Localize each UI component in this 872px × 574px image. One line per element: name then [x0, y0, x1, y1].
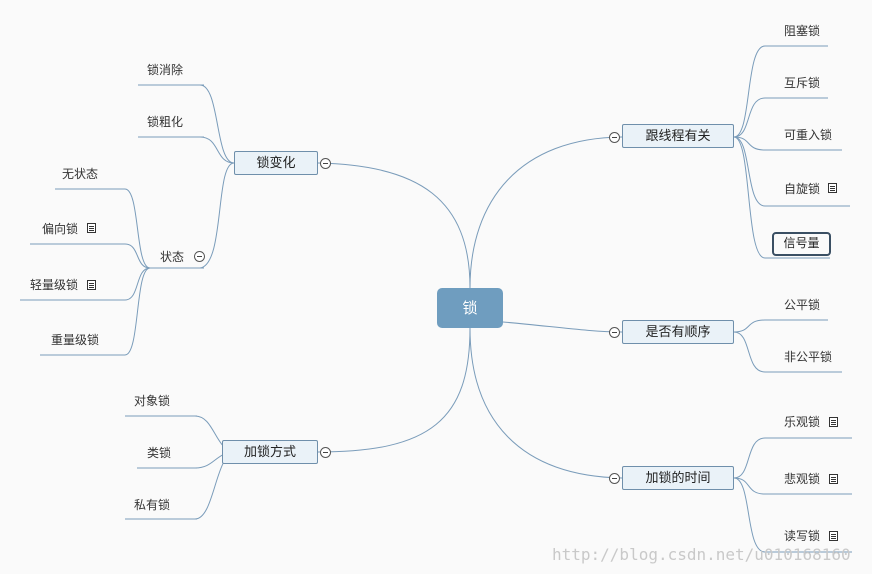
- leaf-lightweight-lock[interactable]: 轻量级锁: [30, 278, 79, 292]
- note-icon[interactable]: [829, 474, 838, 484]
- topic-thread[interactable]: 跟线程有关: [622, 124, 734, 148]
- leaf-semaphore[interactable]: 信号量: [772, 232, 831, 256]
- leaf-no-state[interactable]: 无状态: [62, 167, 99, 181]
- leaf-fair-lock[interactable]: 公平锁: [784, 298, 821, 312]
- leaf-lock-coarsening[interactable]: 锁粗化: [147, 115, 184, 129]
- collapse-thread-icon[interactable]: [609, 132, 620, 143]
- collapse-order-icon[interactable]: [609, 327, 620, 338]
- note-icon[interactable]: [829, 417, 838, 427]
- topic-timing[interactable]: 加锁的时间: [622, 466, 734, 490]
- leaf-class-lock[interactable]: 类锁: [147, 446, 172, 460]
- note-icon[interactable]: [829, 531, 838, 541]
- note-icon[interactable]: [87, 280, 96, 290]
- leaf-biased-lock[interactable]: 偏向锁: [42, 222, 79, 236]
- leaf-pessimistic-lock[interactable]: 悲观锁: [784, 472, 821, 486]
- leaf-lock-elimination[interactable]: 锁消除: [147, 63, 184, 77]
- note-icon[interactable]: [828, 183, 837, 193]
- leaf-reentrant-lock[interactable]: 可重入锁: [784, 128, 833, 142]
- leaf-private-lock[interactable]: 私有锁: [134, 498, 171, 512]
- topic-order[interactable]: 是否有顺序: [622, 320, 734, 344]
- leaf-heavyweight-lock[interactable]: 重量级锁: [51, 333, 100, 347]
- leaf-spin-lock[interactable]: 自旋锁: [784, 182, 821, 196]
- collapse-method-icon[interactable]: [320, 447, 331, 458]
- topic-lock-change[interactable]: 锁变化: [234, 151, 318, 175]
- collapse-state-icon[interactable]: [194, 251, 205, 262]
- leaf-object-lock[interactable]: 对象锁: [134, 394, 171, 408]
- leaf-unfair-lock[interactable]: 非公平锁: [784, 350, 833, 364]
- central-topic[interactable]: 锁: [437, 288, 503, 328]
- topic-method[interactable]: 加锁方式: [222, 440, 318, 464]
- collapse-lock-change-icon[interactable]: [320, 158, 331, 169]
- leaf-blocking-lock[interactable]: 阻塞锁: [784, 24, 821, 38]
- watermark: http://blog.csdn.net/u010168160: [552, 545, 851, 564]
- collapse-timing-icon[interactable]: [609, 473, 620, 484]
- note-icon[interactable]: [87, 223, 96, 233]
- leaf-read-write-lock[interactable]: 读写锁: [784, 529, 821, 543]
- leaf-mutex-lock[interactable]: 互斥锁: [784, 76, 821, 90]
- subtopic-state[interactable]: 状态: [160, 250, 185, 264]
- leaf-optimistic-lock[interactable]: 乐观锁: [784, 415, 821, 429]
